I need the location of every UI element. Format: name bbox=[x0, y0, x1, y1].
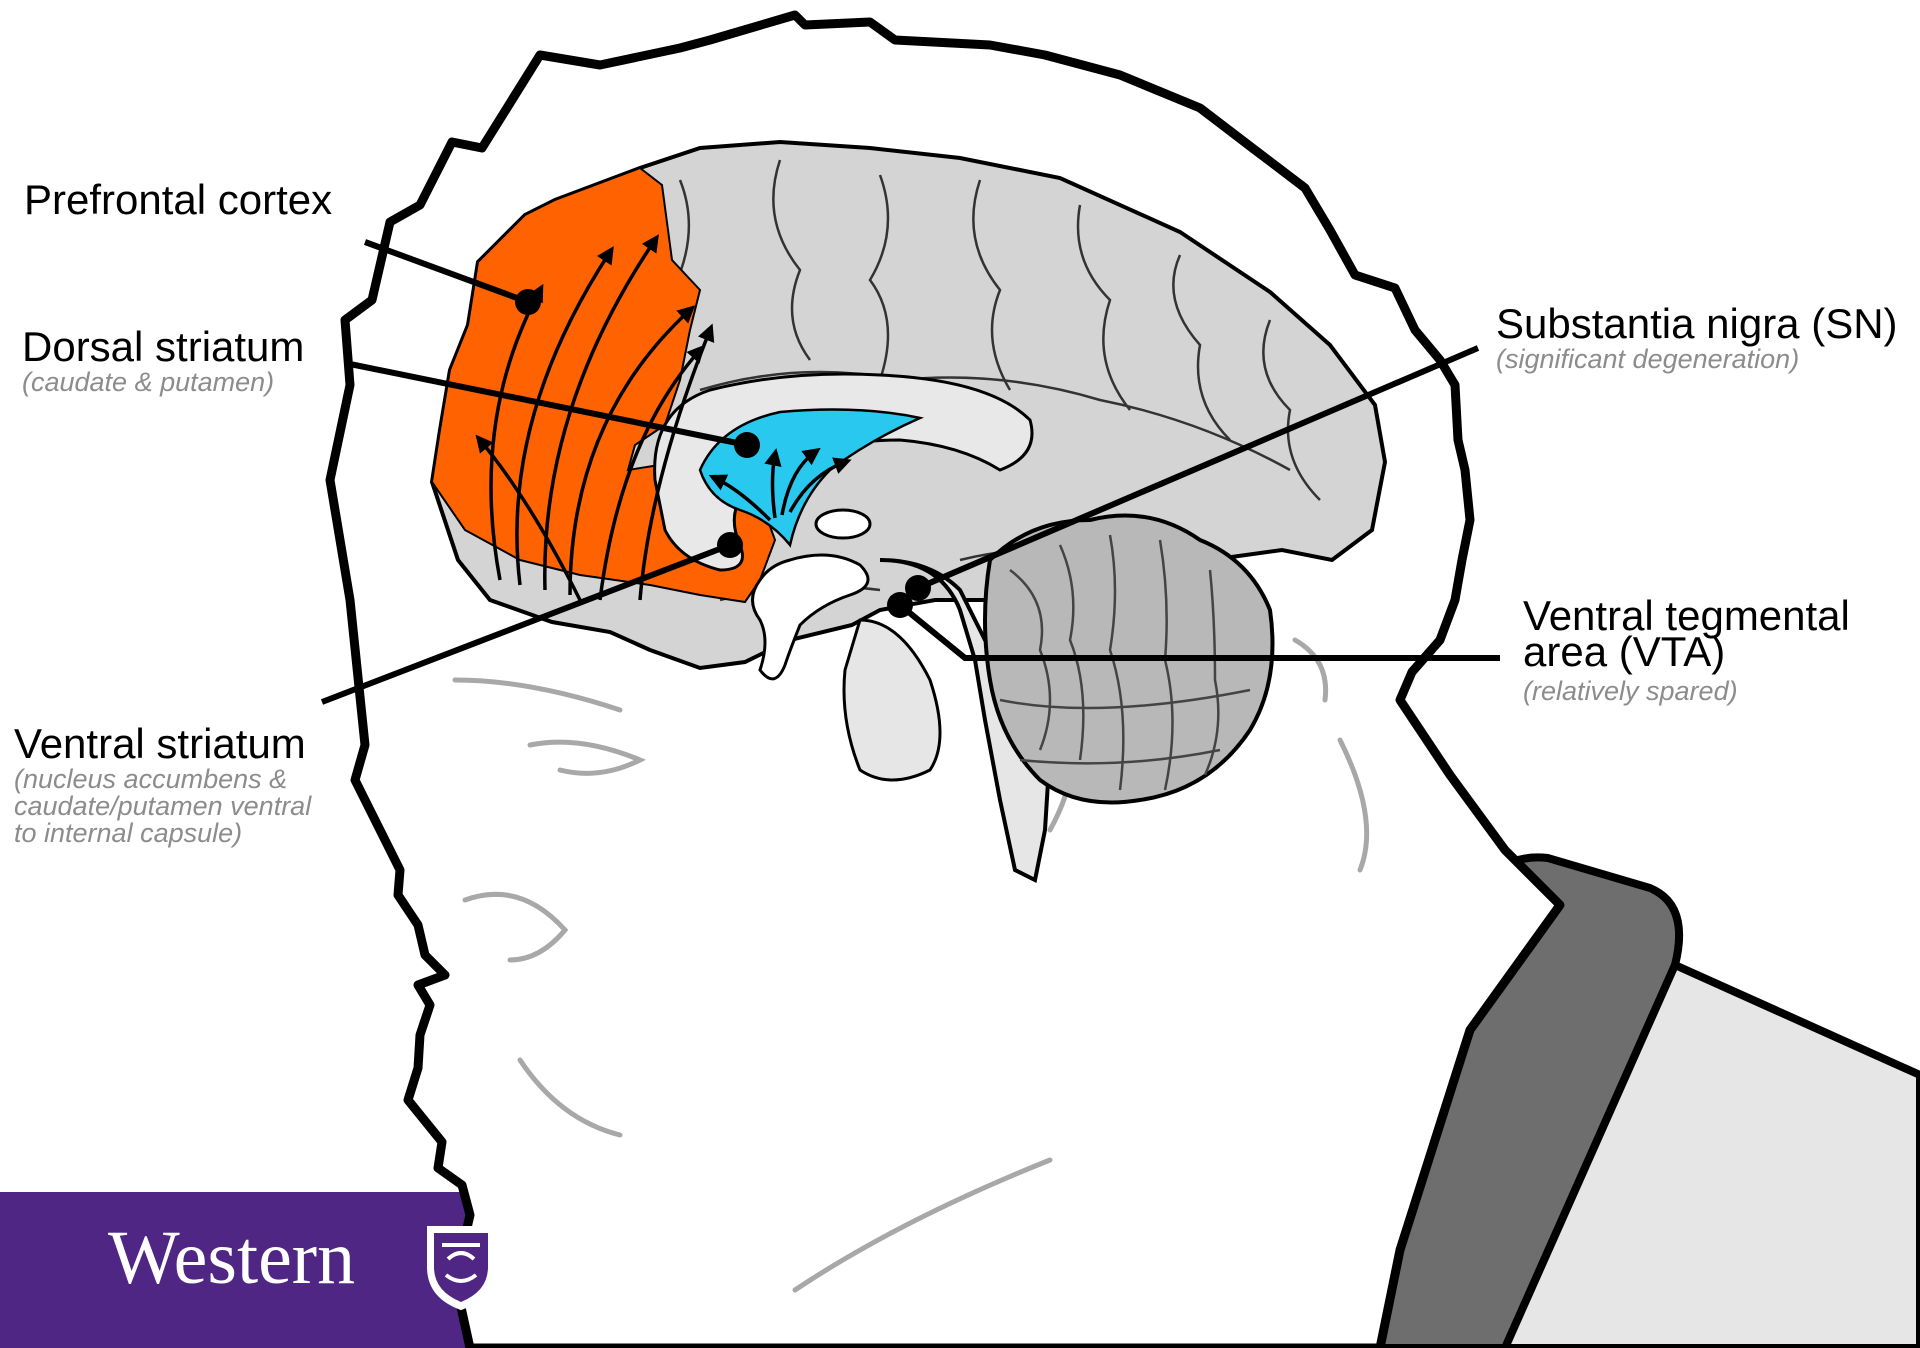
substantia-nigra-note: (significant degeneration) bbox=[1496, 346, 1898, 373]
label-vta: Ventral tegmental area (VTA) (relatively… bbox=[1523, 598, 1850, 705]
vta-title-2: area (VTA) bbox=[1523, 634, 1850, 670]
interventricular-oval bbox=[816, 510, 870, 538]
label-ventral-striatum: Ventral striatum (nucleus accumbens & ca… bbox=[14, 722, 311, 847]
dot-ventral-striatum bbox=[717, 532, 743, 558]
dot-vta bbox=[887, 592, 913, 618]
dot-prefrontal bbox=[515, 289, 541, 315]
prefrontal-cortex-title: Prefrontal cortex bbox=[24, 178, 332, 222]
label-prefrontal-cortex: Prefrontal cortex bbox=[24, 178, 332, 222]
dorsal-striatum-note: (caudate & putamen) bbox=[22, 369, 304, 396]
label-substantia-nigra: Substantia nigra (SN) (significant degen… bbox=[1496, 302, 1898, 373]
western-logo-text: Western bbox=[108, 1220, 355, 1296]
ventral-striatum-title: Ventral striatum bbox=[14, 722, 311, 766]
ventral-striatum-note-1: (nucleus accumbens & bbox=[14, 766, 311, 793]
dot-dorsal-striatum bbox=[734, 432, 760, 458]
substantia-nigra-title: Substantia nigra (SN) bbox=[1496, 302, 1898, 346]
ventral-striatum-note-2: caudate/putamen ventral bbox=[14, 793, 311, 820]
dorsal-striatum-title: Dorsal striatum bbox=[22, 325, 304, 369]
label-dorsal-striatum: Dorsal striatum (caudate & putamen) bbox=[22, 325, 304, 396]
ventral-striatum-note-3: to internal capsule) bbox=[14, 820, 311, 847]
vta-note: (relatively spared) bbox=[1523, 678, 1850, 705]
